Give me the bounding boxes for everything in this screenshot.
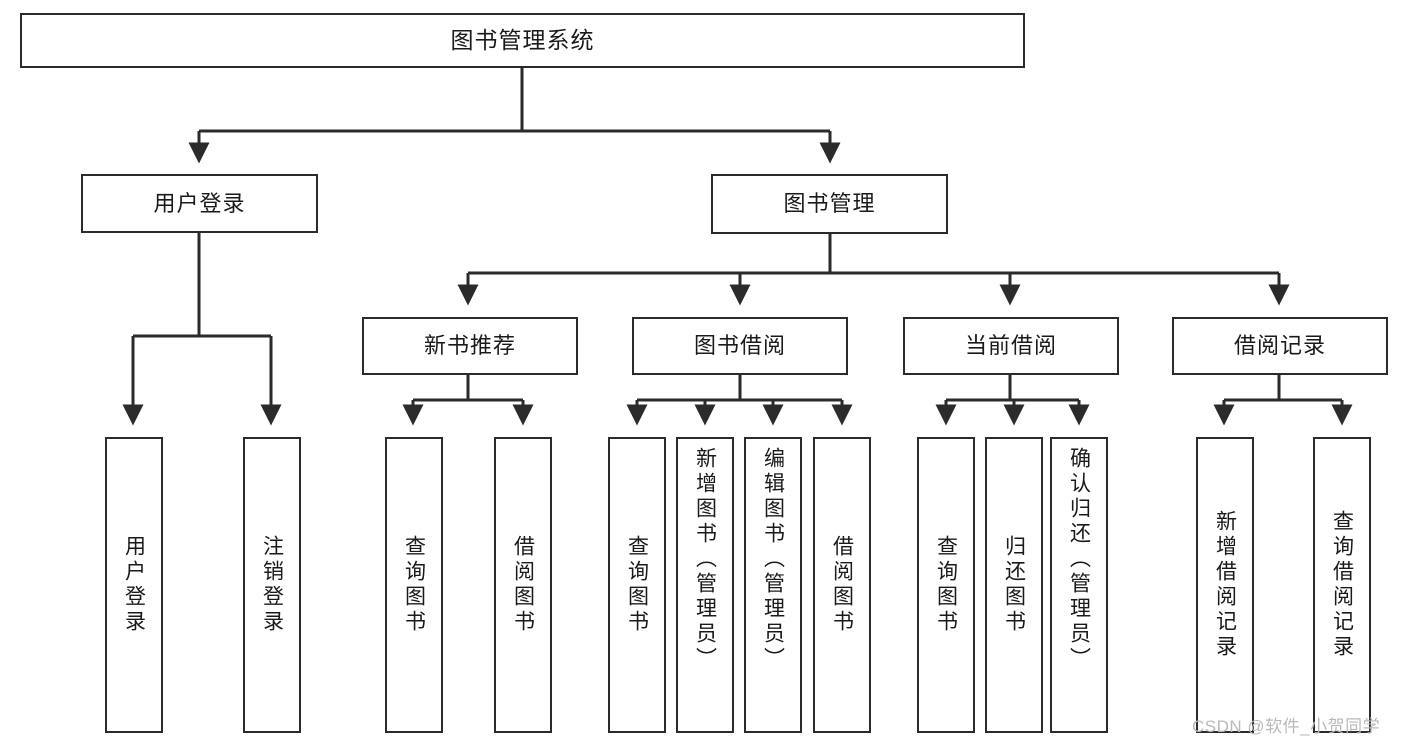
node-label: 借阅图书 — [830, 535, 854, 635]
node-label: 查询图书 — [934, 535, 958, 635]
node-new-book-recommendation[interactable]: 新书推荐 — [362, 317, 578, 375]
node-label: 确认归还（管理员） — [1067, 447, 1091, 672]
node-label: 借阅图书 — [511, 535, 535, 635]
leaf-confirm-return-admin[interactable]: 确认归还（管理员） — [1050, 437, 1108, 733]
leaf-query-book-current[interactable]: 查询图书 — [917, 437, 975, 733]
node-book-borrow[interactable]: 图书借阅 — [632, 317, 848, 375]
node-label: 查询图书 — [402, 535, 426, 635]
leaf-query-borrow-record[interactable]: 查询借阅记录 — [1313, 437, 1371, 733]
node-root-book-management-system[interactable]: 图书管理系统 — [20, 13, 1025, 68]
node-user-login[interactable]: 用户登录 — [81, 174, 318, 233]
node-label: 图书借阅 — [693, 333, 786, 359]
csdn-watermark: CSDN @软件_小贺同学 — [1192, 717, 1381, 736]
node-label: 查询图书 — [625, 535, 649, 635]
leaf-add-borrow-record[interactable]: 新增借阅记录 — [1196, 437, 1254, 733]
node-label: 用户登录 — [153, 190, 246, 216]
leaf-return-book[interactable]: 归还图书 — [985, 437, 1043, 733]
leaf-user-login[interactable]: 用户登录 — [105, 437, 163, 733]
node-label: 新书推荐 — [423, 333, 516, 359]
node-label: 查询借阅记录 — [1330, 510, 1354, 660]
leaf-query-book-new[interactable]: 查询图书 — [385, 437, 443, 733]
node-label: 归还图书 — [1002, 535, 1026, 635]
node-label: 编辑图书（管理员） — [761, 447, 785, 672]
leaf-borrow-book[interactable]: 借阅图书 — [813, 437, 871, 733]
leaf-add-book-admin[interactable]: 新增图书（管理员） — [676, 437, 734, 733]
leaf-query-book-borrow[interactable]: 查询图书 — [608, 437, 666, 733]
node-book-management[interactable]: 图书管理 — [711, 174, 948, 234]
node-label: 图书管理 — [783, 191, 876, 217]
node-label: 图书管理系统 — [450, 27, 595, 54]
node-current-borrow[interactable]: 当前借阅 — [903, 317, 1119, 375]
node-label: 用户登录 — [122, 535, 146, 635]
node-label: 新增图书（管理员） — [693, 447, 717, 672]
leaf-edit-book-admin[interactable]: 编辑图书（管理员） — [744, 437, 802, 733]
node-label: 当前借阅 — [964, 333, 1057, 359]
leaf-borrow-book-new[interactable]: 借阅图书 — [494, 437, 552, 733]
node-label: 借阅记录 — [1233, 333, 1326, 359]
node-borrow-record[interactable]: 借阅记录 — [1172, 317, 1388, 375]
node-label: 注销登录 — [260, 535, 284, 635]
leaf-logout[interactable]: 注销登录 — [243, 437, 301, 733]
node-label: 新增借阅记录 — [1213, 510, 1237, 660]
